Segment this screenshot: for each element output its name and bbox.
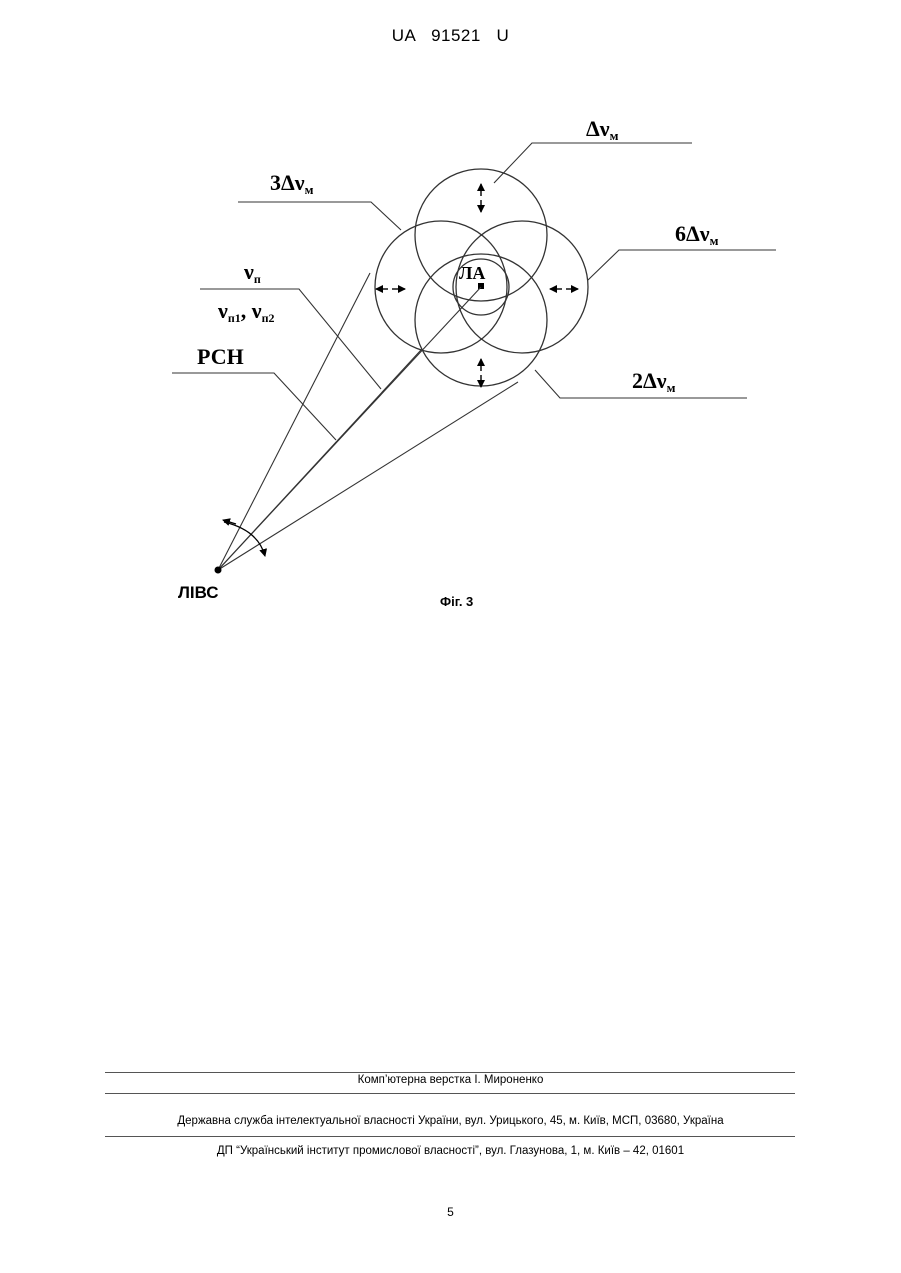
label-rsn: РСН	[197, 344, 244, 369]
leader-3delta-nu-m	[238, 202, 401, 230]
leader-rsn	[172, 373, 336, 440]
beam-4	[218, 382, 518, 570]
leader-6delta-nu-m	[588, 250, 776, 280]
la-point	[478, 283, 484, 289]
page-number: 5	[0, 1205, 901, 1219]
beam-3	[218, 350, 421, 570]
leaders-group	[172, 143, 776, 440]
label-delta-nu-m: Δνм	[586, 116, 619, 143]
label-la: ЛА	[459, 263, 485, 283]
label-nu-n1-n2: νп1, νп2	[217, 298, 275, 325]
footer-divider-2	[105, 1093, 795, 1094]
footer-agency: Державна служба інтелектуальної власност…	[0, 1115, 901, 1127]
rotation-arc	[224, 522, 265, 556]
label-2delta-nu-m: 2Δνм	[632, 368, 676, 395]
livs-point	[215, 567, 222, 574]
footer-divider-3	[105, 1136, 795, 1137]
leader-delta-nu-m	[494, 143, 692, 183]
label-nu-n: νп	[243, 259, 261, 286]
label-livs: ЛІВС	[178, 583, 219, 602]
label-6delta-nu-m: 6Δνм	[675, 221, 719, 248]
footer-divider-1	[105, 1072, 795, 1073]
arrows-group	[376, 184, 578, 387]
footer-institute: ДП “Український інститут промислової вла…	[0, 1145, 901, 1157]
figure-caption: Фіг. 3	[440, 594, 473, 609]
figure-3-diagram: Δνм 3Δνм 6Δνм 2Δνм νп νп1, νп2 РСН ЛА ЛІ…	[0, 0, 901, 700]
label-3delta-nu-m: 3Δνм	[270, 170, 314, 197]
footer-layout-credit: Комп’ютерна верстка І. Мироненко	[0, 1074, 901, 1086]
